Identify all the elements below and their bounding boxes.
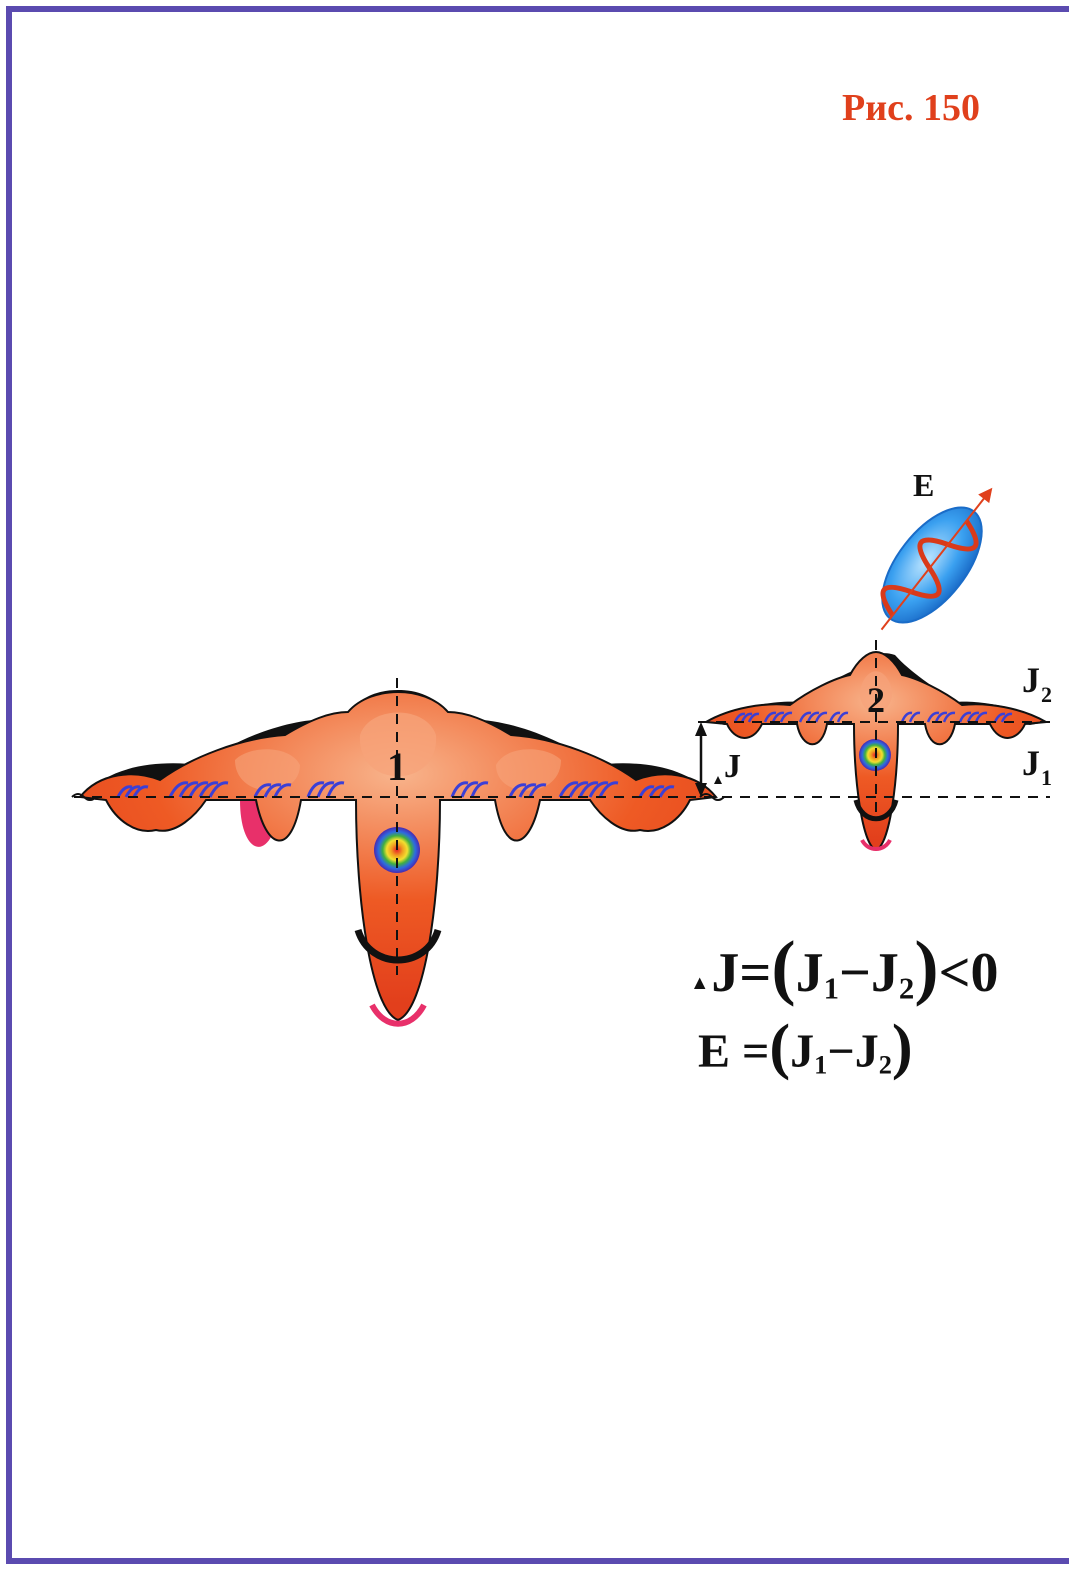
well-1-label: 1 (387, 744, 407, 789)
delta-j-arrow (695, 722, 707, 797)
equation-energy: E =(J1−J2) (698, 1022, 913, 1081)
energy-label: E (913, 467, 934, 503)
photon (855, 467, 1019, 651)
delta-j-label: J (724, 748, 741, 785)
level-j2-label: J (1022, 660, 1040, 700)
level-j2-subscript: 2 (1041, 682, 1052, 707)
delta-triangle-icon (714, 776, 722, 784)
well-2-label: 2 (867, 680, 885, 720)
arrow-icon (978, 483, 998, 503)
equation-delta-j: ▲J=(J1−J2)<0 (690, 938, 998, 1007)
level-j1-subscript: 1 (1041, 765, 1052, 790)
delta-symbol-icon: ▲ (690, 973, 709, 994)
level-j1-label: J (1022, 743, 1040, 783)
